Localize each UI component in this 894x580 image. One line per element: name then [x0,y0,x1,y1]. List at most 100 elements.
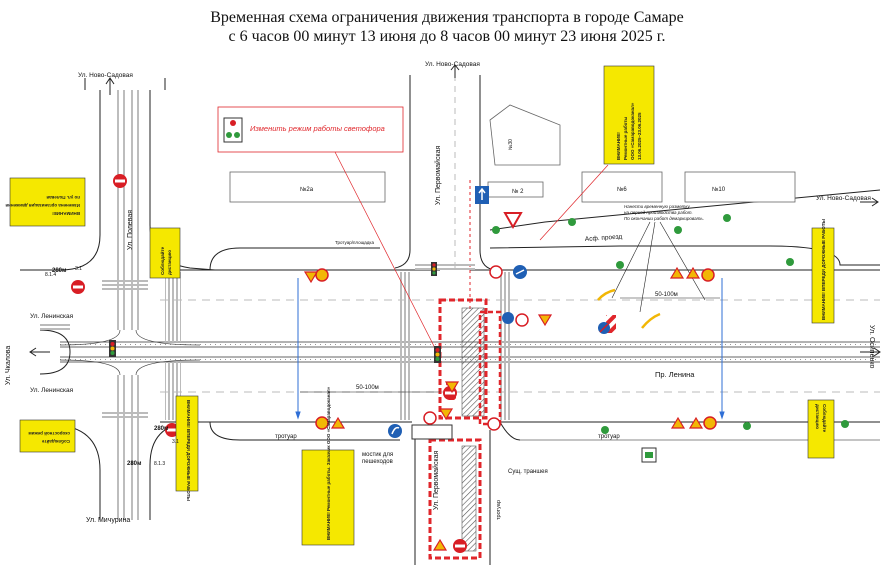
pervomayskaya-north-west [394,75,411,269]
sign-3-1-top-label: 3.1 [75,266,82,272]
lenina-center-dash [160,299,880,393]
street-leninskaya-top: Ул. Ленинская [30,313,74,320]
road-works-sign-icon [444,381,460,394]
board-top-center [603,65,655,165]
sign-8-1-4-label: 8.1.4 [45,272,56,278]
polevaya-tracks [117,90,139,330]
board-right-bottom-line1: Соблюдайте [822,404,828,433]
tree-icon [674,226,682,234]
work-zone-hatch-main [461,307,485,417]
road-works-sign-icon [303,271,319,284]
markup-note-line1: Нанести временную разметку [624,204,691,209]
board-top-center-line2: Ремонтные работы [622,117,628,160]
board-left-mid-line1: Соблюдайте [159,246,165,275]
markup-arrows [611,221,706,313]
tree-icon [723,214,731,222]
speed-limit-sign-icon [703,416,717,430]
speed-limit-sign-icon [315,268,329,282]
trench-label: Сущ. траншея [508,469,548,475]
tree-icon [568,218,576,226]
street-pervomayskaya-top: Ул. Первомайская [434,145,442,205]
traffic-light-note-box: Изменить режим работы светофора [217,106,404,153]
direction-sign-icon [475,186,489,204]
road-signs [29,64,881,553]
tree-icon [786,258,794,266]
arrow-right-icon [860,347,881,357]
board-bottom-vertical [301,449,355,546]
bus-stop-sign-icon [641,447,657,463]
sidewalk-left-label: тротуар [275,434,297,440]
road-works-sign-icon [438,408,454,421]
sidewalk-top-label: Тротуар/площадка [335,240,374,245]
crosswalk-perv-west [398,272,412,420]
road-works-sign-icon [688,416,704,429]
arrow-left-icon [29,347,50,357]
board-right-top-text: ВНИМАНИЕ! ВПЕРЕДИ ДОРОЖНЫЕ РАБОТЫ [821,218,826,320]
traffic-light-icon [434,346,441,363]
no-entry-sign-icon [453,539,467,553]
distance-right-label: 50-100м [655,292,678,298]
scheme-title-line2: с 6 часов 00 минут 13 июня до 8 часов 00… [228,28,666,45]
road-network [20,75,881,565]
building-2-label: № 2 [512,188,524,195]
building-30-label: №30 [508,139,514,150]
board-left-mid [149,227,181,279]
tree-icon [492,226,500,234]
tree-icon [616,261,624,269]
no-entry-sign-icon [71,280,85,294]
polevaya-west-edge [20,90,101,271]
road-works-sign-icon [685,266,701,279]
street-lenina: Пр. Ленина [655,370,695,379]
sign-8-1-3-label: 8.1.3 [154,461,165,467]
chkalova-ring [39,329,71,375]
bridge-label-line2: пешеходов [362,459,393,465]
street-michurina: Ул. Мичурина [86,517,130,524]
road-works-sign-icon [670,416,686,429]
crosswalk-west-north [165,272,181,342]
building-30 [489,104,561,166]
distance-280-mid: 280м [154,426,169,432]
sidewalk-right-label: тротуар [598,434,620,440]
bridge-label-line1: мостик для [362,452,393,458]
tree-icon [601,426,609,434]
asphalt-passage-label: Асф. проезд [585,233,623,243]
arrow-up-icon [105,77,115,95]
street-pervomayskaya-bottom: Ул. Первомайская [432,450,440,510]
traffic-lights [109,262,441,363]
markup-note-line2: на период производства работ. [624,210,693,215]
crosswalk-polevaya [102,280,148,290]
trees [492,214,849,434]
tree-icon [841,420,849,428]
road-works-sign-icon [432,538,448,551]
sidewalk-vertical-label: тротуар [496,500,502,520]
work-zone [411,298,616,560]
trench-hatch [461,445,477,552]
distance-280-bottom: 280м [127,461,142,467]
street-osipenko: Ул. Осипенко [868,325,875,368]
board-left-low-line2: скоростной режим [28,431,70,437]
street-novo-sadovaya-left: Ул. Ново-Садовая [78,72,133,79]
building-6-label: №6 [617,186,627,193]
distance-280-top: 280м [52,268,67,274]
speed-limit-sign-icon [315,416,329,430]
crosswalk-perv-north [415,262,475,270]
work-zone-barrier-east [478,310,502,426]
pointer-top-board [539,164,609,241]
no-turn-sign-icon [487,417,501,431]
pedestrian-bridge [411,424,453,440]
board-left-top-line1: ВНИМАНИЕ! [52,211,80,216]
barrier-block-red [606,315,616,333]
sign-3-1-label: 3.1 [172,439,179,445]
pointer-traffic-light [334,151,438,353]
pointer-lines [334,151,609,353]
scheme-title-line1: Временная схема ограничения движения тра… [210,9,684,26]
direction-sign-icon [388,424,402,438]
speed-limit-sign-icon [701,268,715,282]
board-left-mid-line2: дистанцию [167,250,172,275]
street-chkalova: Ул. Чкалова [5,346,12,385]
board-left-vertical [175,395,199,492]
north-service-road [209,247,380,271]
temporary-markings [597,288,661,329]
board-left-vertical-text: ВНИМАНИЕ! ВПЕРЕДИ ДОРОЖНЫЕ РАБОТЫ [186,400,191,502]
